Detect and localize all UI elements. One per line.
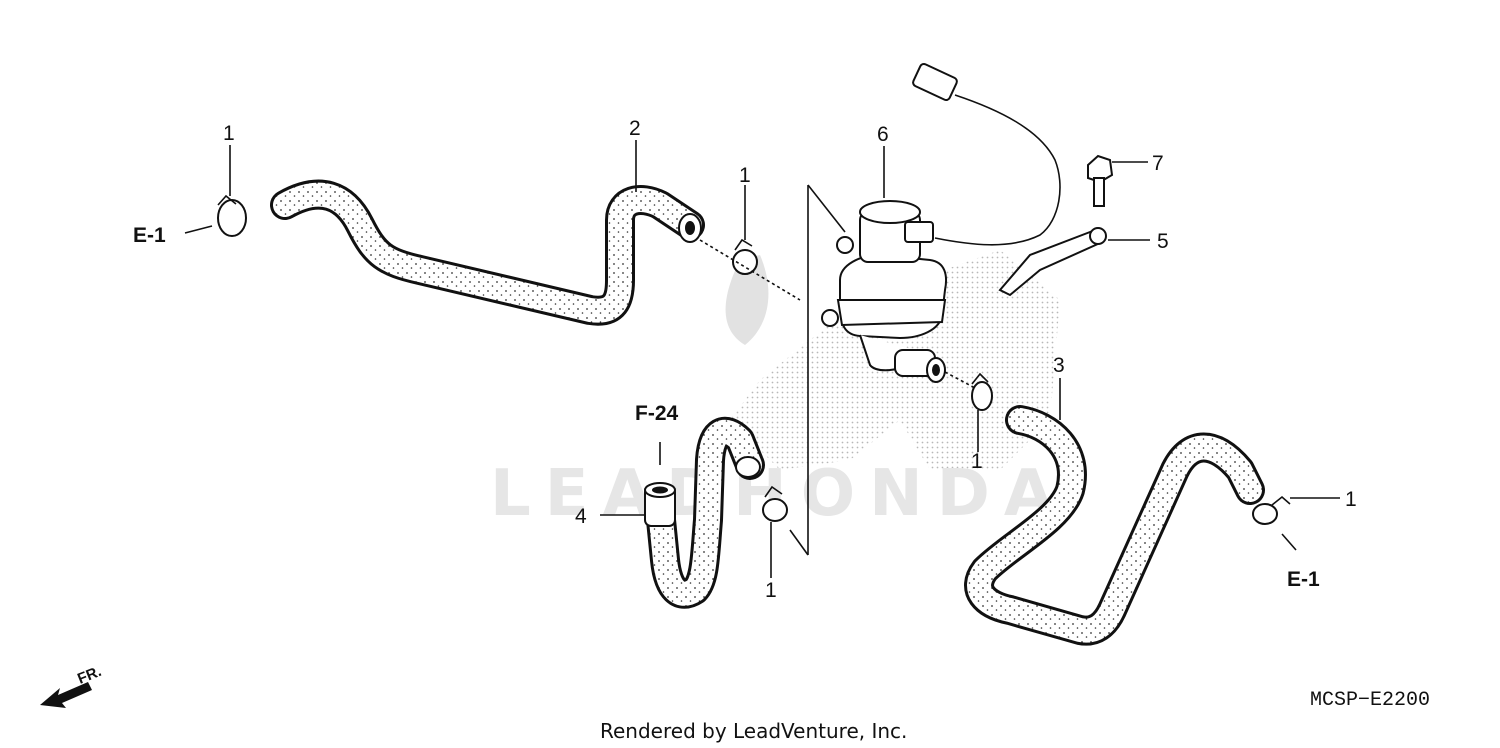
- hose-part-3[interactable]: [964, 405, 1265, 646]
- callout-1-b: 1: [739, 164, 751, 187]
- valve-assembly-part-6[interactable]: [821, 200, 948, 383]
- front-arrow-icon: [40, 682, 92, 708]
- callout-3: 3: [1053, 354, 1065, 377]
- clamp-part-1-c[interactable]: [971, 372, 993, 411]
- clamp-part-1-d[interactable]: [762, 485, 788, 522]
- credit-line: Rendered by LeadVenture, Inc.: [600, 719, 907, 743]
- hose-part-2[interactable]: [270, 179, 705, 326]
- bracket-part-5[interactable]: [998, 227, 1107, 297]
- hose-part-4[interactable]: [644, 416, 765, 609]
- callout-1-e: 1: [765, 579, 777, 602]
- callout-5: 5: [1157, 230, 1169, 253]
- clamp-part-1-a[interactable]: [217, 194, 247, 237]
- leader-lines: [184, 140, 1340, 578]
- callout-4: 4: [575, 505, 587, 528]
- callout-1-d: 1: [1345, 488, 1357, 511]
- clamp-part-1-e[interactable]: [1252, 495, 1291, 525]
- bolt-part-7[interactable]: [1087, 154, 1114, 207]
- reference-e1-left: E-1: [133, 224, 166, 247]
- reference-e1-right: E-1: [1287, 568, 1320, 591]
- front-label: FR.: [75, 663, 104, 688]
- callout-1-c: 1: [971, 450, 983, 473]
- wire-harness: [912, 62, 1061, 246]
- clamp-part-1-b[interactable]: [732, 238, 758, 275]
- reference-f24: F-24: [635, 402, 679, 425]
- diagram-code: MCSP−E2200: [1310, 689, 1430, 712]
- callout-2: 2: [629, 117, 641, 140]
- callout-1-a: 1: [223, 122, 235, 145]
- callout-6: 6: [877, 123, 889, 146]
- callout-7: 7: [1152, 152, 1164, 175]
